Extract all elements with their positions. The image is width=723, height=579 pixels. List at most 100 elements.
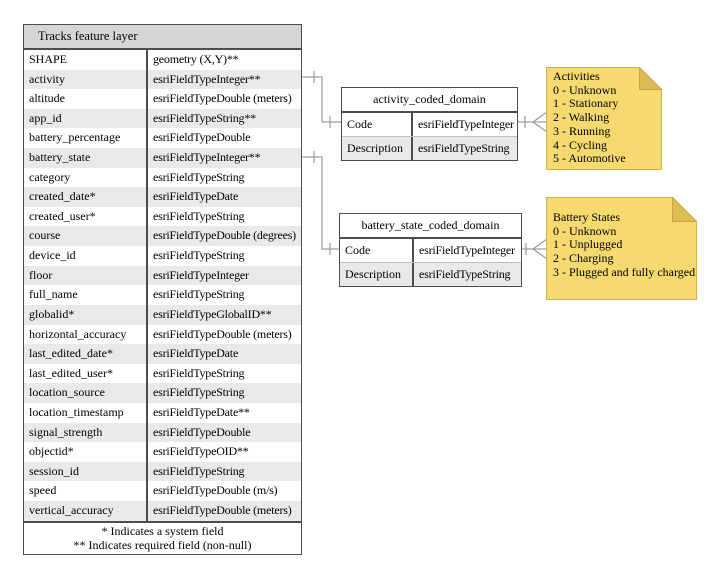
table-row: SHAPE geometry (X,Y)** [24,50,301,70]
activities-note: Activities 0 - Unknown 1 - Stationary 2 … [546,67,662,170]
table-row: full_name esriFieldTypeString [24,285,301,305]
table-row: Code esriFieldTypeInteger [340,239,521,262]
note-line: 1 - Unplugged [553,237,623,252]
field-name-cell: session_id [24,461,148,482]
field-name-cell: SHAPE [24,50,148,70]
table-row: created_user*esriFieldTypeString [24,206,301,227]
table-row: activity esriFieldTypeInteger** [24,69,301,90]
table-row: app_id esriFieldTypeString** [24,108,301,129]
field-type-cell: esriFieldTypeDate** [153,404,250,419]
field-type-cell: esriFieldTypeDate [153,346,239,361]
table-row: objectid* esriFieldTypeOID** [24,442,301,462]
field-name-cell: created_date* [24,187,148,207]
note-text: Battery States 0 - Unknown 1 - Unplugged… [546,197,697,280]
table-row: created_date* esriFieldTypeDate [24,187,301,207]
table-row: Description esriFieldTypeString [340,262,521,286]
field-name-cell: last_edited_user* [24,363,148,384]
field-name-cell: location_timestamp [24,402,148,423]
field-name-cell: full_name [24,285,148,305]
field-type-cell: esriFieldTypeString [153,208,245,223]
battery-states-note: Battery States 0 - Unknown 1 - Unplugged… [546,197,697,300]
note-line: 3 - Running [553,123,611,138]
table-row: last_edited_user* esriFieldTypeString [24,363,301,384]
field-type-cell: esriFieldTypeString [418,141,510,155]
battery-state-coded-domain-table: battery_state_coded_domain Code esriField… [339,213,522,287]
field-type-cell: esriFieldTypeDouble (meters) [153,91,292,106]
field-type-cell: esriFieldTypeInteger [418,117,514,131]
note-text: Activities 0 - Unknown 1 - Stationary 2 … [546,67,662,166]
field-name-cell: app_id [24,108,148,129]
note-line: 2 - Walking [553,110,610,125]
footnote-system-field: * Indicates a system field [101,523,224,538]
table-row: Description esriFieldTypeString [342,136,517,160]
field-name-cell: device_id [24,246,148,266]
note-fold-corner [672,197,697,222]
field-type-cell: esriFieldTypeString [153,248,245,263]
field-name-cell: last_edited_date* [24,344,148,364]
table-title: battery_state_coded_domain [340,214,521,239]
field-name-cell: objectid* [24,442,148,462]
field-type-cell: esriFieldTypeDate [153,189,239,204]
field-type-cell: geometry (X,Y)** [153,52,239,66]
field-type-cell: esriFieldTypeInteger [419,243,515,257]
field-name-cell: Description [340,263,414,286]
field-name-cell: horizontal_accuracy [24,324,148,345]
table-row: location_timestamp esriFieldTypeDate** [24,402,301,423]
note-line: 5 - Automotive [553,151,626,166]
connector-activity [302,76,341,123]
note-fold-corner [639,67,662,90]
sticky-note-shape [546,67,662,170]
table-row: speed esriFieldTypeDouble (m/s) [24,481,301,502]
table-rows: SHAPE geometry (X,Y)** activity esriFieldT… [24,50,301,521]
field-name-cell: signal_strength [24,422,148,443]
field-type-cell: esriFieldTypeString** [153,110,256,125]
table-row: battery_percentage esriFieldTypeDouble [24,128,301,149]
table-row: globalid* esriFieldTypeGlobalID** [24,304,301,325]
field-type-cell: esriFieldTypeDouble (meters) [153,503,292,518]
field-type-cell: esriFieldTypeDouble (degrees) [153,228,296,243]
field-type-cell: esriFieldTypeDouble [153,424,251,439]
field-name-cell: battery_state [24,148,148,168]
table-row: last_edited_date* esriFieldTypeDate [24,344,301,364]
crows-foot-connector [532,238,548,260]
table-title: Tracks feature layer [24,25,301,50]
field-name-cell: altitude [24,89,148,109]
field-type-cell: esriFieldTypeDouble [153,130,251,145]
table-row: signal_strength esriFieldTypeDouble [24,422,301,443]
table-row: device_id esriFieldTypeString [24,246,301,266]
field-name-cell: Description [342,137,413,160]
field-name-cell: floor [24,265,148,286]
field-name-cell: globalid* [24,304,148,325]
crows-foot-connector [532,111,548,133]
field-type-cell: esriFieldTypeInteger** [153,71,261,86]
field-name-cell: category [24,167,148,188]
note-line: 2 - Charging [553,251,614,266]
note-line: 0 - Unknown [553,82,617,97]
field-name-cell: activity [24,69,148,90]
footnote-required-field: ** Indicates required field (non-null) [73,537,252,552]
field-type-cell: esriFieldTypeOID** [153,444,249,459]
field-type-cell: esriFieldTypeString [153,463,245,478]
note-title: Activities [553,69,600,83]
field-type-cell: esriFieldTypeGlobalID** [153,306,272,321]
tracks-feature-layer-table: Tracks feature layer SHAPE geometry (X,Y)… [23,24,302,555]
note-line: 3 - Plugged and fully charged [553,264,696,279]
field-type-cell: esriFieldTypeString [153,365,245,380]
table-title: activity_coded_domain [342,88,517,113]
field-type-cell: esriFieldTypeString [153,287,245,302]
field-name-cell: speed [24,481,148,502]
field-type-cell: esriFieldTypeString [419,267,511,281]
field-name-cell: Code [340,239,414,262]
table-row: category esriFieldTypeString [24,167,301,188]
table-footnotes: * Indicates a system field ** Indicates … [24,520,301,554]
field-type-cell: esriFieldTypeString [153,169,245,184]
field-type-cell: esriFieldTypeDouble (m/s) [153,483,278,498]
field-name-cell: battery_percentage [24,128,148,149]
